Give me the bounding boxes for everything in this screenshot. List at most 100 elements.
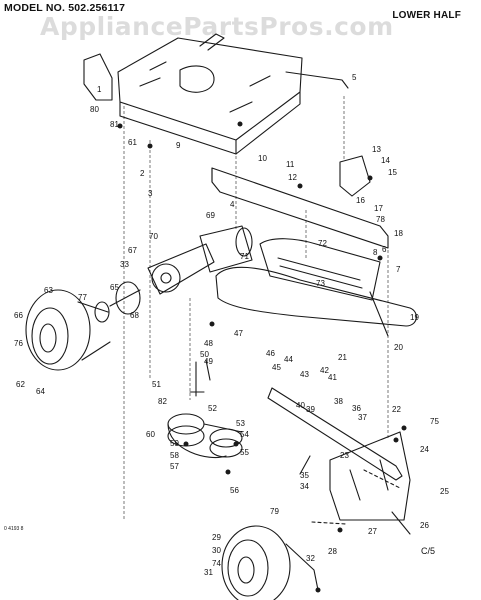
part-label: 73 xyxy=(316,279,325,288)
part-label: 1 xyxy=(97,85,102,94)
chassis-plate xyxy=(83,33,303,155)
part-label: 53 xyxy=(236,419,245,428)
part-label: 61 xyxy=(128,138,137,147)
part-label: 17 xyxy=(374,204,383,213)
control-rod xyxy=(299,291,411,535)
part-label: 6 xyxy=(382,245,387,254)
part-label: 31 xyxy=(204,568,213,577)
part-label: 32 xyxy=(306,554,315,563)
fasteners xyxy=(117,121,407,593)
part-label: 78 xyxy=(376,215,385,224)
part-label: 55 xyxy=(240,448,249,457)
part-label: 40 xyxy=(296,401,305,410)
part-label: 44 xyxy=(284,355,293,364)
part-label: 72 xyxy=(318,239,327,248)
part-label: 68 xyxy=(130,311,139,320)
part-label: 26 xyxy=(420,521,429,530)
part-label: 79 xyxy=(270,507,279,516)
part-label: 16 xyxy=(356,196,365,205)
part-label: 65 xyxy=(110,283,119,292)
part-label: 77 xyxy=(78,293,87,302)
part-label: 35 xyxy=(300,471,309,480)
part-label: 38 xyxy=(334,397,343,406)
belt-pulley-system xyxy=(167,413,243,459)
part-label: 23 xyxy=(340,451,349,460)
part-label: 28 xyxy=(328,547,337,556)
part-label: 62 xyxy=(16,380,25,389)
part-label: 4 xyxy=(230,200,235,209)
part-label: 59 xyxy=(170,439,179,448)
part-label: 13 xyxy=(372,145,381,154)
part-label: 8 xyxy=(373,248,378,257)
part-label: 11 xyxy=(286,160,295,169)
part-label: 21 xyxy=(338,353,347,362)
part-label: 7 xyxy=(396,265,401,274)
part-label: 56 xyxy=(230,486,239,495)
frame-rail xyxy=(211,167,389,249)
drawing-code: 0 4193 8 xyxy=(4,526,24,532)
bracket xyxy=(339,155,371,197)
part-label: 60 xyxy=(146,430,155,439)
part-label: 3 xyxy=(148,189,153,198)
part-label: 36 xyxy=(352,404,361,413)
part-label: 54 xyxy=(240,430,249,439)
part-label: 70 xyxy=(149,232,158,241)
part-label: 29 xyxy=(212,533,221,542)
part-label: 66 xyxy=(14,311,23,320)
section-title: LOWER HALF xyxy=(392,10,461,21)
part-label: 80 xyxy=(90,105,99,114)
sheet-number: C/5 xyxy=(421,546,436,556)
part-label: 27 xyxy=(368,527,377,536)
part-label: 49 xyxy=(204,357,213,366)
part-labels: 1234567891011121314151617181920212223242… xyxy=(14,73,449,577)
part-label: 51 xyxy=(152,380,161,389)
part-label: 34 xyxy=(300,482,309,491)
part-label: 10 xyxy=(258,154,267,163)
part-label: 22 xyxy=(392,405,401,414)
part-label: 48 xyxy=(204,339,213,348)
shaft xyxy=(285,71,349,89)
part-label: 74 xyxy=(212,559,221,568)
part-label: 5 xyxy=(352,73,357,82)
engine-assembly xyxy=(147,225,253,295)
part-label: 71 xyxy=(240,252,249,261)
part-label: 50 xyxy=(200,350,209,359)
part-label: 67 xyxy=(128,246,137,255)
axle-hub xyxy=(94,281,141,323)
watermark: AppliancePartsPros.com xyxy=(40,12,394,41)
part-label: 18 xyxy=(394,229,403,238)
part-label: 20 xyxy=(394,343,403,352)
part-label: 57 xyxy=(170,462,179,471)
part-label: 14 xyxy=(381,156,390,165)
part-label: 9 xyxy=(176,141,181,150)
part-label: 12 xyxy=(288,173,297,182)
part-label: 39 xyxy=(306,405,315,414)
left-wheel xyxy=(25,289,111,371)
part-label: 25 xyxy=(440,487,449,496)
belt-guard xyxy=(215,238,417,327)
part-label: 43 xyxy=(300,370,309,379)
part-label: 46 xyxy=(266,349,275,358)
part-label: 63 xyxy=(44,286,53,295)
part-label: 24 xyxy=(420,445,429,454)
shift-lever xyxy=(189,359,211,397)
part-label: 30 xyxy=(212,546,221,555)
part-label: 69 xyxy=(206,211,215,220)
part-label: 33 xyxy=(120,260,129,269)
part-label: 75 xyxy=(430,417,439,426)
part-label: 47 xyxy=(234,329,243,338)
part-label: 2 xyxy=(140,169,145,178)
part-label: 42 xyxy=(320,366,329,375)
part-label: 82 xyxy=(158,397,167,406)
part-label: 41 xyxy=(328,373,337,382)
part-label: 64 xyxy=(36,387,45,396)
linkage-bar xyxy=(267,387,403,481)
part-label: 52 xyxy=(208,404,217,413)
part-label: 19 xyxy=(410,313,419,322)
lower-wheel xyxy=(221,525,319,600)
part-label: 37 xyxy=(358,413,367,422)
part-label: 58 xyxy=(170,451,179,460)
model-number: MODEL NO. 502.256117 xyxy=(4,2,126,14)
